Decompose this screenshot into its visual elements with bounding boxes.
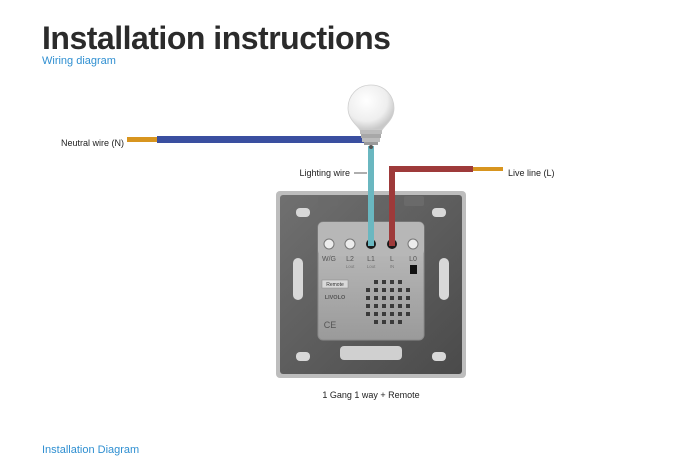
terminal-sub-l2: Lout	[346, 264, 356, 269]
vent-hole	[390, 280, 394, 284]
vent-hole	[374, 320, 378, 324]
diagram-caption: 1 Gang 1 way + Remote	[322, 390, 419, 400]
vent-hole	[406, 296, 410, 300]
neutral-wire	[127, 136, 373, 143]
vent-hole	[374, 304, 378, 308]
terminal-label-wg: W/G	[322, 256, 336, 263]
vent-hole	[374, 312, 378, 316]
vent-hole	[398, 280, 402, 284]
page-title: Installation instructions	[42, 20, 391, 56]
lighting-wire-label: Lighting wire	[299, 168, 350, 178]
vent-hole	[390, 288, 394, 292]
neutral-wire-tip	[127, 137, 157, 142]
terminal-sub-l1: Lout	[367, 264, 377, 269]
vent-hole	[382, 304, 386, 308]
neutral-wire-label: Neutral wire (N)	[61, 138, 124, 148]
brand-label: LIVOLO	[325, 295, 346, 301]
vent-hole	[398, 304, 402, 308]
vent-hole	[398, 296, 402, 300]
remote-tag: Remote	[326, 282, 344, 288]
terminal-label-l0: L0	[409, 256, 417, 263]
vent-hole	[374, 296, 378, 300]
light-bulb-icon	[347, 84, 395, 149]
vent-hole	[398, 320, 402, 324]
wiring-diagram-link[interactable]: Wiring diagram	[42, 55, 116, 67]
terminal-sub-l: IN	[390, 264, 395, 269]
vent-hole	[366, 312, 370, 316]
vent-hole	[390, 304, 394, 308]
live-wire	[389, 166, 503, 246]
vent-hole	[366, 296, 370, 300]
vent-hole	[398, 288, 402, 292]
indicator-block	[410, 265, 417, 274]
vent-hole	[366, 304, 370, 308]
vent-hole	[398, 312, 402, 316]
vent-hole	[406, 304, 410, 308]
vent-hole	[382, 312, 386, 316]
vent-hole	[390, 296, 394, 300]
terminal-label-l2: L2	[346, 256, 354, 263]
installation-diagram-link[interactable]: Installation Diagram	[42, 444, 140, 456]
ce-mark: CE	[324, 320, 337, 330]
vent-grid	[366, 280, 410, 324]
vent-hole	[406, 288, 410, 292]
terminal-screws	[323, 238, 419, 250]
terminal-label-l: L	[390, 256, 394, 263]
live-wire-label: Live line (L)	[508, 168, 555, 178]
vent-hole	[382, 280, 386, 284]
vent-hole	[366, 288, 370, 292]
vent-hole	[382, 320, 386, 324]
vent-hole	[406, 312, 410, 316]
vent-hole	[390, 312, 394, 316]
lighting-wire	[368, 146, 374, 246]
vent-hole	[382, 296, 386, 300]
live-wire-tip	[473, 167, 503, 171]
terminal-label-l1: L1	[367, 256, 375, 263]
vent-hole	[390, 320, 394, 324]
vent-hole	[374, 280, 378, 284]
vent-hole	[374, 288, 378, 292]
vent-hole	[382, 288, 386, 292]
neutral-wire-line	[157, 136, 373, 143]
